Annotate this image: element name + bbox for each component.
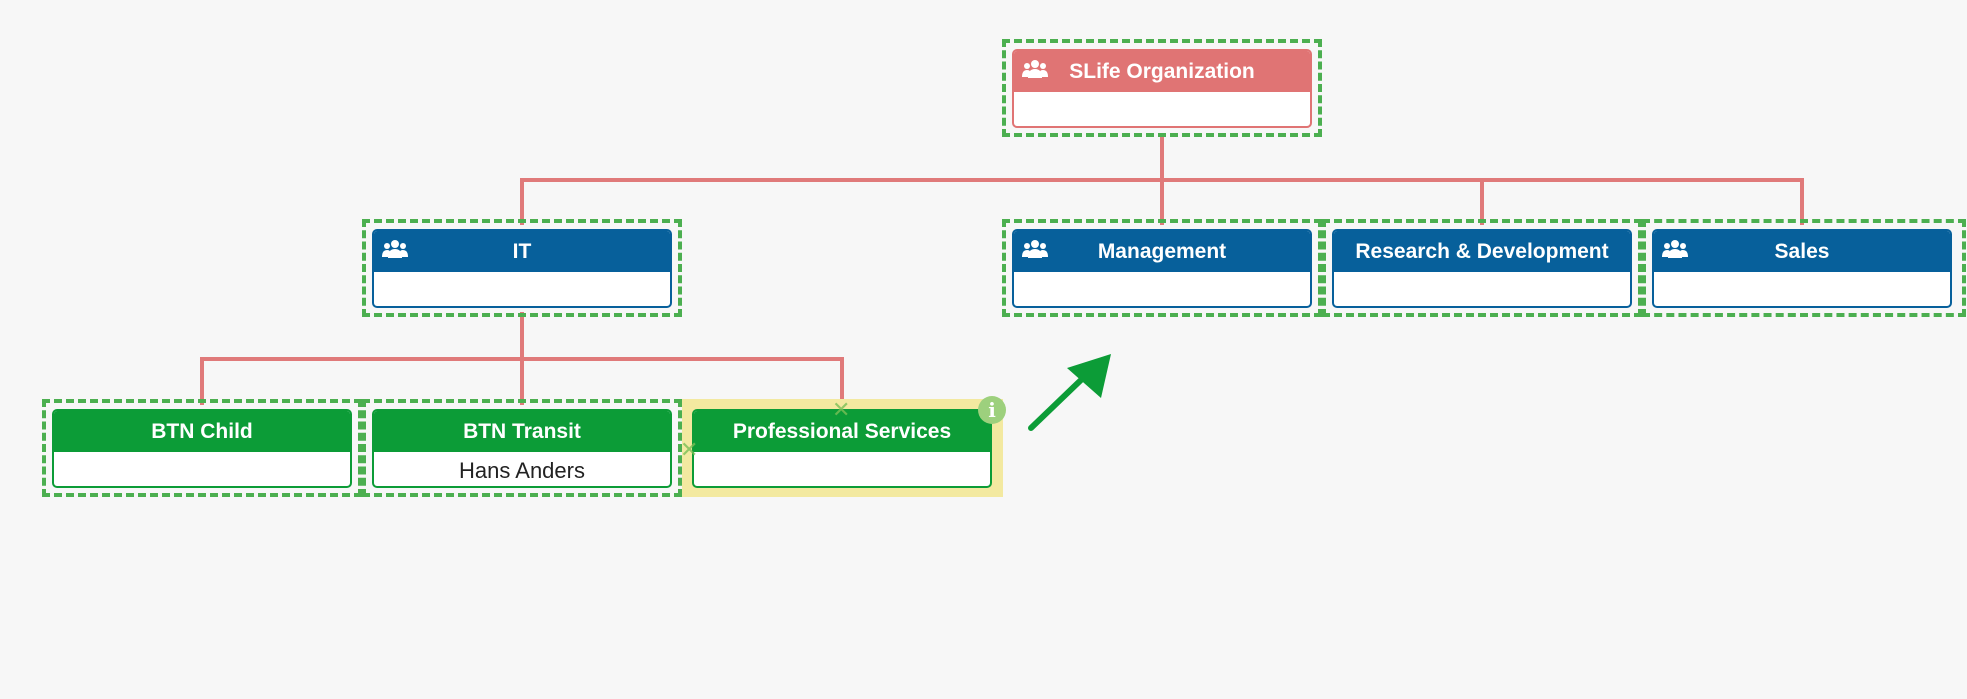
node-header: Research & Development (1334, 231, 1630, 272)
node-title: Management (1097, 239, 1227, 263)
selection-frame-management (1002, 219, 1322, 317)
selection-frame-research (1322, 219, 1642, 317)
node-title: SLife Organization (1069, 59, 1255, 83)
group-icon (1662, 240, 1688, 258)
connector-to-sales (1800, 178, 1804, 225)
node-member (694, 452, 990, 486)
node-member (1654, 272, 1950, 306)
node-header: Professional Services (694, 411, 990, 452)
node-header: BTN Transit (374, 411, 670, 452)
connector-to-it (520, 178, 524, 225)
selection-frame-root (1002, 39, 1322, 137)
up-right-arrow-icon (1028, 354, 1111, 431)
info-icon[interactable]: i (978, 396, 1006, 424)
node-title: BTN Transit (463, 419, 581, 443)
node-member (54, 452, 350, 486)
org-node-it[interactable]: IT (372, 229, 672, 308)
selection-frame-btn-transit (362, 399, 682, 497)
selection-frame-sales (1642, 219, 1966, 317)
connector-to-btn-child (200, 357, 204, 405)
node-header: IT (374, 231, 670, 272)
connector-it-down (520, 312, 524, 360)
node-header: BTN Child (54, 411, 350, 452)
org-node-btn-transit[interactable]: BTN Transit Hans Anders (372, 409, 672, 488)
selection-frame-btn-child (42, 399, 362, 497)
node-member (374, 272, 670, 306)
group-icon (1022, 60, 1048, 78)
org-node-btn-child[interactable]: BTN Child (52, 409, 352, 488)
node-title: Research & Development (1355, 239, 1609, 263)
group-icon (382, 240, 408, 258)
node-title: IT (512, 239, 532, 263)
node-member (1334, 272, 1630, 306)
node-member (1014, 92, 1310, 126)
connector-to-professional-services (840, 357, 844, 405)
node-member: Hans Anders (459, 458, 585, 483)
node-title: Sales (1774, 239, 1830, 263)
node-header: SLife Organization (1014, 51, 1310, 92)
org-node-slife-organization[interactable]: SLife Organization (1012, 49, 1312, 128)
node-title: Professional Services (732, 419, 952, 443)
drop-hint-top-icon: ✕ (832, 397, 851, 422)
connector-to-research (1480, 178, 1484, 225)
org-node-research-development[interactable]: Research & Development (1332, 229, 1632, 308)
org-node-professional-services[interactable]: Professional Services (692, 409, 992, 488)
selection-frame-it (362, 219, 682, 317)
group-icon (1022, 240, 1048, 258)
node-member (1014, 272, 1310, 306)
node-header: Sales (1654, 231, 1950, 272)
connector-to-btn-transit (520, 357, 524, 405)
node-title: BTN Child (151, 419, 253, 443)
org-node-management[interactable]: Management (1012, 229, 1312, 308)
connector-to-management (1160, 178, 1164, 225)
connector-root-down (1160, 135, 1164, 181)
node-header: Management (1014, 231, 1310, 272)
drop-hint-left-icon: ✕ (680, 437, 699, 462)
org-node-sales[interactable]: Sales (1652, 229, 1952, 308)
